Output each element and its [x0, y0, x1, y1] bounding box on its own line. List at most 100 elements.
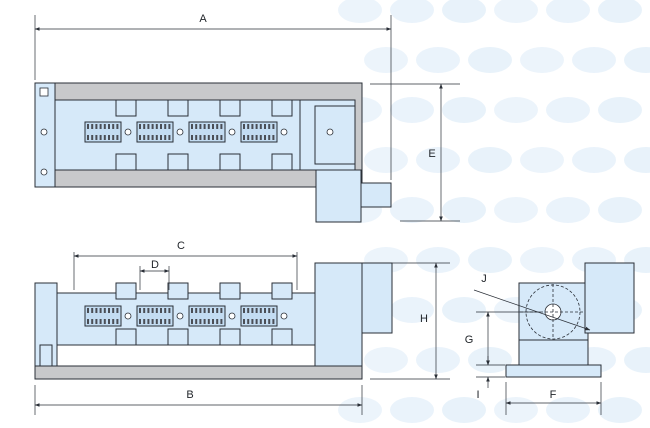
jaw-bolt-hole	[176, 312, 184, 320]
background-ellipse	[494, 0, 538, 23]
jaw-tooth	[155, 308, 158, 313]
background-ellipse	[338, 0, 382, 23]
jaw-tooth	[247, 319, 250, 324]
jaw-tooth	[147, 308, 150, 313]
jaw-block-upper	[167, 282, 189, 300]
jaw-tooth	[151, 319, 154, 324]
jaw-tooth	[207, 135, 210, 140]
jaw-block-lower	[219, 328, 241, 346]
jaw-tooth	[91, 124, 94, 129]
jaw-block-upper	[167, 99, 189, 117]
jaw-block-lower	[219, 153, 241, 171]
background-ellipse	[546, 0, 590, 23]
jaw-tooth	[87, 124, 89, 129]
jaw-block-lower	[271, 328, 293, 346]
jaw-tooth	[216, 124, 219, 129]
dimensions: A E C D H B G I	[34, 13, 602, 415]
jaw-tooth	[220, 308, 223, 313]
jaw-tooth	[112, 135, 115, 140]
jaw-tooth	[251, 135, 254, 140]
jaw-tooth	[151, 124, 154, 129]
jaw-tooth	[199, 319, 202, 324]
background-ellipse	[598, 97, 642, 123]
jaw-tooth	[116, 319, 119, 324]
jaw-screw-section	[240, 121, 278, 143]
jaw-tooth	[108, 308, 110, 313]
jaw-block-lower	[115, 328, 137, 346]
background-ellipse	[442, 97, 486, 123]
jaw-bolt-hole	[176, 128, 184, 136]
background-ellipse	[468, 347, 512, 373]
jaw-tooth	[87, 319, 89, 324]
jaw-tooth	[95, 319, 98, 324]
jaw-tooth	[243, 319, 245, 324]
jaw-tooth	[272, 319, 275, 324]
jaw-tooth	[207, 319, 210, 324]
jaw-tooth	[164, 124, 167, 129]
jaw-screw-section	[240, 305, 278, 327]
jaw-tooth	[212, 319, 214, 324]
jaw-tooth	[139, 135, 141, 140]
background-ellipse	[390, 0, 434, 23]
top-view-carriage-hole	[326, 128, 334, 136]
jaw-tooth	[268, 308, 271, 313]
jaw-tooth	[103, 124, 106, 129]
jaw-tooth	[251, 308, 254, 313]
background-ellipse	[416, 47, 460, 73]
jaw-screw-section	[188, 121, 226, 143]
top-view-motor-housing	[315, 169, 362, 223]
jaw-tooth	[160, 319, 162, 324]
top-view-jaws	[84, 99, 293, 171]
jaw-bolt-hole	[280, 128, 288, 136]
background-ellipse	[494, 197, 538, 223]
background-ellipse	[624, 47, 650, 73]
jaw-block-upper	[271, 99, 293, 117]
jaw-tooth	[160, 135, 162, 140]
jaw-tooth	[164, 319, 167, 324]
jaw-tooth	[191, 319, 193, 324]
jaw-tooth	[116, 308, 119, 313]
jaw-tooth	[155, 319, 158, 324]
front-view-base-plate	[34, 365, 363, 380]
jaw-block-lower	[167, 153, 189, 171]
jaw-tooth	[212, 135, 214, 140]
side-view-motor	[584, 262, 635, 334]
jaw-tooth	[112, 308, 115, 313]
jaw-block-upper	[115, 282, 137, 300]
dimension-label-f: F	[550, 389, 557, 401]
jaw-tooth	[99, 319, 102, 324]
jaw-tooth	[99, 124, 102, 129]
background-ellipse	[442, 197, 486, 223]
jaw-tooth	[168, 135, 171, 140]
background-ellipse	[494, 97, 538, 123]
jaw-block-lower	[115, 153, 137, 171]
jaw-tooth	[112, 124, 115, 129]
front-view-slide	[314, 262, 363, 367]
jaw-tooth	[272, 135, 275, 140]
jaw-tooth	[247, 308, 250, 313]
jaw-tooth	[160, 124, 162, 129]
background-ellipse	[442, 297, 486, 323]
jaw-tooth	[139, 319, 141, 324]
jaw-tooth	[264, 135, 266, 140]
dimension-label-g: G	[465, 334, 474, 346]
background-ellipse	[624, 347, 650, 373]
jaw-screw-section	[188, 305, 226, 327]
jaw-tooth	[108, 319, 110, 324]
jaw-tooth	[139, 124, 141, 129]
jaw-tooth	[160, 308, 162, 313]
jaw-tooth	[116, 124, 119, 129]
jaw-screw-section	[84, 305, 122, 327]
jaw-tooth	[143, 135, 146, 140]
background-ellipse	[520, 147, 564, 173]
jaw-tooth	[207, 308, 210, 313]
jaw-tooth	[91, 319, 94, 324]
jaw-tooth	[95, 308, 98, 313]
front-view	[34, 262, 393, 380]
jaw-tooth	[91, 135, 94, 140]
jaw-tooth	[103, 319, 106, 324]
side-view	[505, 262, 635, 378]
jaw-tooth	[247, 135, 250, 140]
background-ellipse	[390, 397, 434, 423]
jaw-block-upper	[219, 99, 241, 117]
